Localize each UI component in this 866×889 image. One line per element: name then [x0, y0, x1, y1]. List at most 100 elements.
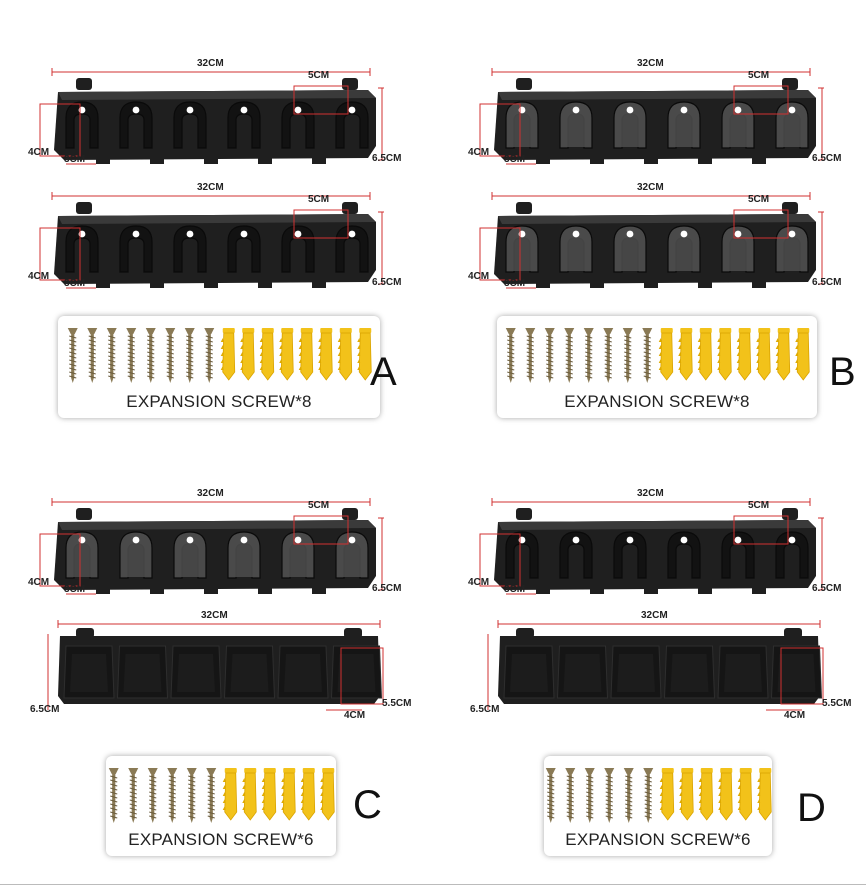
anchor-icon	[222, 768, 238, 821]
hardware-kit-card: EXPANSION SCREW*8	[497, 316, 817, 418]
screw-hole	[294, 106, 302, 114]
screw-hole	[788, 106, 796, 114]
rack-foot	[258, 278, 272, 288]
screw-hole	[734, 106, 742, 114]
variant-letter: B	[829, 350, 856, 394]
foam-padding	[229, 533, 259, 577]
slot-spacing-label: 5CM	[308, 500, 330, 511]
screw-icon	[565, 768, 576, 823]
slot-dimension-box	[479, 103, 521, 157]
mount-tab	[782, 78, 798, 90]
hardware-kit-card: EXPANSION SCREW*8	[58, 316, 380, 418]
slotted-rack	[479, 498, 824, 595]
rack-slot	[559, 531, 593, 579]
kit-label: EXPANSION SCREW*6	[565, 830, 751, 849]
anchor-icon	[795, 328, 810, 381]
height-label: 6.5CM	[372, 277, 402, 288]
hardware-kit-card: EXPANSION SCREW*6	[106, 756, 336, 856]
rack-slot	[505, 531, 539, 579]
foam-padding	[67, 533, 97, 577]
rack-foot	[204, 584, 218, 594]
rack-slot	[227, 101, 261, 149]
height-label: 6.5CM	[812, 153, 842, 164]
slot-dimension-box	[39, 533, 81, 587]
rack-body	[494, 214, 816, 284]
screw-hole	[240, 106, 248, 114]
foam-padding	[615, 227, 645, 271]
spacing-dimension-box	[293, 209, 349, 239]
screw-hole	[186, 230, 194, 238]
width-label: 32CM	[197, 488, 224, 499]
screw-hole	[348, 230, 356, 238]
rack-slot	[65, 225, 99, 273]
rack-top-edge	[58, 90, 376, 100]
slot-width-label: 3CM	[64, 154, 86, 165]
screw-hole	[788, 230, 796, 238]
mount-tab	[516, 202, 532, 214]
slot-height-label: 4CM	[28, 271, 50, 282]
width-label: 32CM	[641, 610, 668, 621]
height-label: 6.5CM	[812, 277, 842, 288]
screw-icon	[564, 328, 575, 383]
screw-icon	[643, 768, 654, 823]
screw-icon	[206, 768, 217, 823]
rack-foot	[150, 584, 164, 594]
rack-foot	[590, 584, 604, 594]
screw-icon	[167, 768, 178, 823]
screw-icon	[147, 768, 158, 823]
kit-label: EXPANSION SCREW*8	[126, 392, 312, 411]
screw-icon	[544, 328, 555, 383]
rack-body	[54, 520, 376, 590]
rack-body	[494, 90, 816, 160]
anchor-icon	[717, 328, 732, 381]
screw-hole	[240, 230, 248, 238]
height-label: 6.5CM	[30, 704, 60, 715]
mount-tab	[342, 508, 358, 520]
screw-icon	[108, 768, 119, 823]
cup-dimension-box	[780, 647, 824, 705]
anchor-icon	[658, 328, 674, 381]
screw-hole	[572, 230, 580, 238]
anchor-icon	[242, 768, 257, 821]
anchor-icon	[736, 328, 752, 381]
variant-letter: C	[353, 783, 382, 827]
anchor-icon	[259, 328, 275, 381]
screw-icon	[145, 328, 156, 383]
foam-padding	[121, 533, 151, 577]
anchor-icon	[281, 768, 296, 821]
rack-foot	[204, 154, 218, 164]
rack-slot	[173, 101, 207, 149]
mount-tab	[782, 202, 798, 214]
foam-padding	[669, 103, 699, 147]
anchor-icon	[300, 768, 316, 821]
anchor-icon	[240, 328, 255, 381]
slot-dimension-box	[479, 533, 521, 587]
anchor-icon	[659, 768, 675, 821]
anchor-icon	[357, 328, 372, 381]
slotted-rack	[39, 68, 384, 165]
rack-foot	[312, 584, 326, 594]
cup-inner	[670, 654, 709, 692]
rack-foot	[536, 584, 550, 594]
anchor-icon	[320, 768, 335, 821]
screw-hole	[572, 106, 580, 114]
slot-spacing-label: 5CM	[748, 500, 770, 511]
anchor-icon	[337, 328, 353, 381]
rack-foot	[150, 278, 164, 288]
screw-icon	[604, 768, 615, 823]
cup-width-label: 4CM	[784, 710, 806, 721]
hardware-illustration	[67, 328, 372, 383]
rack-foot	[96, 584, 110, 594]
screw-icon	[87, 328, 98, 383]
slot-spacing-label: 5CM	[308, 70, 330, 81]
screw-hole	[626, 536, 634, 544]
kit-label: EXPANSION SCREW*6	[128, 830, 314, 849]
cup-inner	[617, 654, 655, 692]
screw-hole	[348, 106, 356, 114]
height-label: 6.5CM	[372, 153, 402, 164]
mount-tab	[76, 628, 94, 638]
anchor-icon	[737, 768, 753, 821]
hardware-illustration	[108, 768, 335, 823]
